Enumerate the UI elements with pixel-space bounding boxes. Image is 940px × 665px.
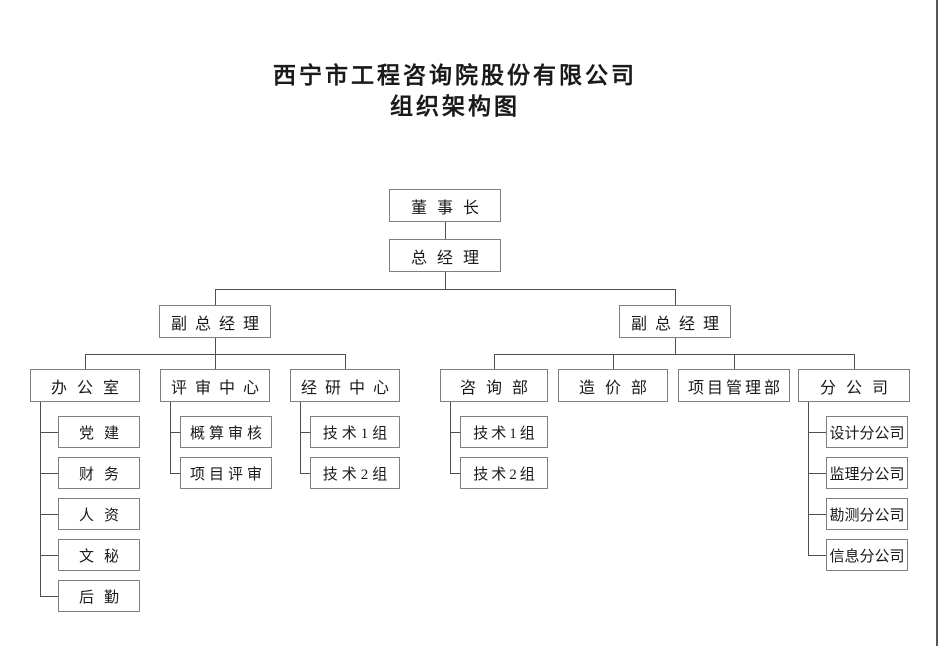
page-edge-line [936,0,938,646]
connector-trunk [215,338,216,354]
connector-hang-trunk [170,402,171,473]
org-node-label: 经研中心 [300,379,397,397]
org-node-label: 董事长 [410,199,489,217]
connector-hang-stub [170,473,180,474]
connector-hang-stub [40,596,58,597]
connector-hang-stub [808,473,826,474]
connector-hang-stub [450,473,460,474]
connector-hang-trunk [808,402,809,555]
org-node-survey-branch: 勘测分公司 [826,498,908,530]
connector-hang-stub [40,555,58,556]
connector-drop [494,354,495,369]
connector-drop [215,289,216,305]
connector-hang-stub [40,432,58,433]
org-node-label: 文秘 [78,548,129,565]
org-node-gm: 总经理 [389,239,501,272]
org-node-label: 信息分公司 [829,548,905,565]
connector-vertical [445,222,446,239]
connector-drop [675,289,676,305]
connector-hang-stub [808,555,826,556]
org-node-chairman: 董事长 [389,189,501,222]
org-node-estimate-review: 概算审核 [180,416,272,448]
connector-bus [215,289,675,290]
org-node-dgm-left: 副总经理 [159,305,271,338]
connector-trunk [445,272,446,289]
org-node-review-center: 评审中心 [160,369,270,402]
org-node-label: 后勤 [78,589,129,606]
connector-drop [613,354,614,369]
org-node-info-branch: 信息分公司 [826,539,908,571]
org-node-branch-company: 分公司 [798,369,910,402]
org-node-supervision-branch: 监理分公司 [826,457,908,489]
connector-drop [85,354,86,369]
org-node-label: 总经理 [410,249,489,267]
connector-hang-trunk [450,402,451,473]
org-node-consulting-dept: 咨询部 [440,369,548,402]
org-node-research-team1: 技术1组 [310,416,400,448]
org-node-label: 副总经理 [630,315,727,333]
org-node-party-building: 党建 [58,416,140,448]
org-node-label: 造价部 [578,379,657,397]
org-node-label: 副总经理 [170,315,267,333]
connector-hang-stub [300,473,310,474]
connector-drop [345,354,346,369]
org-node-label: 人资 [78,507,129,524]
org-node-label: 项目评审 [189,466,266,483]
connector-hang-stub [300,432,310,433]
org-node-pm-dept: 项目管理部 [678,369,790,402]
org-node-research-team2: 技术2组 [310,457,400,489]
org-node-secretary: 文秘 [58,539,140,571]
org-node-dgm-right: 副总经理 [619,305,731,338]
org-node-consulting-team1: 技术1组 [460,416,548,448]
org-node-label: 技术1组 [473,425,538,442]
org-node-label: 概算审核 [189,425,266,442]
chart-subtitle: 组织架构图 [390,94,520,119]
org-node-label: 技术2组 [473,466,538,483]
org-node-label: 咨询部 [459,379,538,397]
connector-hang-stub [808,514,826,515]
connector-hang-trunk [40,402,41,596]
org-node-label: 分公司 [819,379,898,397]
connector-hang-trunk [300,402,301,473]
org-node-label: 项目管理部 [687,379,783,397]
connector-hang-stub [40,514,58,515]
connector-hang-stub [40,473,58,474]
connector-hang-stub [808,432,826,433]
org-node-project-review: 项目评审 [180,457,272,489]
connector-drop [854,354,855,369]
connector-hang-stub [450,432,460,433]
org-node-label: 办公室 [50,379,129,397]
org-node-label: 技术1组 [322,425,392,442]
org-node-label: 财务 [78,466,129,483]
connector-trunk [675,338,676,354]
connector-drop [734,354,735,369]
org-node-consulting-team2: 技术2组 [460,457,548,489]
org-node-label: 党建 [78,425,129,442]
org-node-hr: 人资 [58,498,140,530]
org-node-design-branch: 设计分公司 [826,416,908,448]
org-node-finance: 财务 [58,457,140,489]
company-name: 西宁市工程咨询院股份有限公司 [273,63,637,88]
org-node-label: 监理分公司 [829,466,905,483]
org-node-label: 技术2组 [322,466,392,483]
connector-bus [494,354,854,355]
org-node-cost-dept: 造价部 [558,369,668,402]
org-node-research-center: 经研中心 [290,369,400,402]
org-node-logistics: 后勤 [58,580,140,612]
chart-title: 西宁市工程咨询院股份有限公司 组织架构图 [0,60,910,122]
org-node-label: 设计分公司 [829,425,905,442]
org-node-label: 评审中心 [170,379,267,397]
org-node-office: 办公室 [30,369,140,402]
org-node-label: 勘测分公司 [829,507,905,524]
connector-drop [215,354,216,369]
connector-hang-stub [170,432,180,433]
